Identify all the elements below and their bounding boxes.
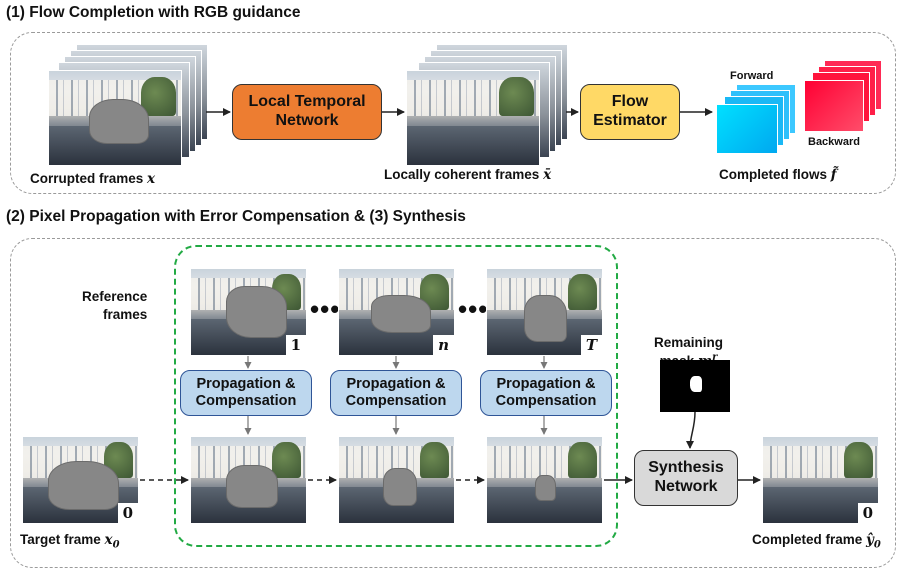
reference-number-1: 1 [285,335,306,355]
propagation-group-box [174,245,618,547]
completed-frame: 0 [762,436,879,524]
coherent-frames-caption: Locally coherent frames x̄ [384,167,552,183]
section1-panel [10,32,896,194]
propagated-frame-1 [190,436,307,524]
reference-number-T: T [580,335,602,355]
reference-frame-1: 1 [190,268,307,356]
flow-estimator-box: Flow Estimator [580,84,680,140]
arrow-mask-to-synthesis [686,411,696,449]
corrupted-frame [48,70,182,166]
local-temporal-network-box: Local Temporal Network [232,84,382,140]
backward-label: Backward [808,136,860,148]
propagation-box-n: Propagation & Compensation [330,370,462,416]
propagated-frame-n [338,436,455,524]
propagation-box-T: Propagation & Compensation [480,370,612,416]
coherent-frame [406,70,540,166]
target-frame: 0 [22,436,139,524]
ellipsis-1: ••• [310,294,341,324]
reference-number-n: n [433,335,454,355]
reference-frame-T: T [486,268,603,356]
target-frame-number: 0 [117,503,138,523]
completed-frame-number: 0 [857,503,878,523]
completed-flows-caption: Completed flows f̃ [719,167,837,183]
section2-title: (2) Pixel Propagation with Error Compens… [6,208,466,225]
reference-frame-n: n [338,268,455,356]
completed-frame-caption: Completed frame ŷ0 [752,532,881,551]
synthesis-network-box: Synthesis Network [634,450,738,506]
section2-panel [10,238,896,568]
ellipsis-2: ••• [458,294,489,324]
forward-label: Forward [730,70,774,82]
remaining-mask-image [660,360,730,412]
corrupted-frames-caption: Corrupted frames x [30,171,156,187]
propagation-box-1: Propagation & Compensation [180,370,312,416]
section1-title: (1) Flow Completion with RGB guidance [6,4,301,21]
reference-frames-label: Reference frames [82,289,148,322]
target-frame-caption: Target frame x0 [20,532,120,551]
propagated-frame-T [486,436,603,524]
